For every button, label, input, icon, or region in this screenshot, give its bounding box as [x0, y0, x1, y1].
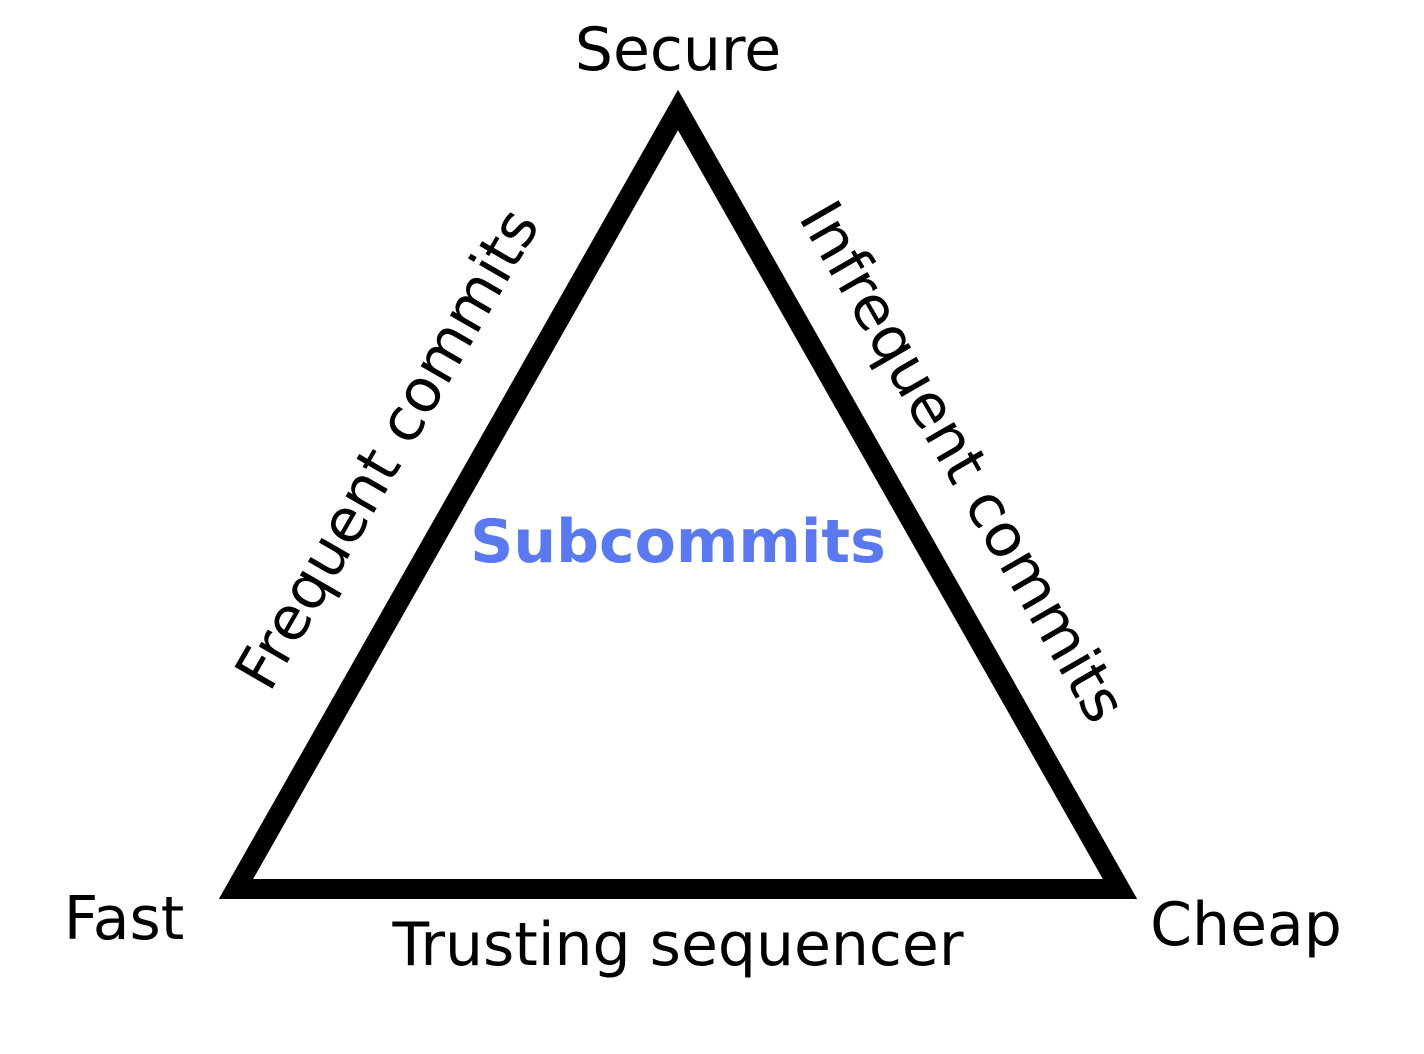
edge-label-bottom: Trusting sequencer: [392, 910, 964, 980]
vertex-label-top: Secure: [575, 15, 781, 85]
triangle-outline: [218, 89, 1138, 899]
vertex-label-right: Cheap: [1150, 890, 1342, 960]
vertex-label-left: Fast: [64, 884, 185, 954]
edge-label-right: Infrequent commits: [785, 190, 1140, 735]
center-label: Subcommits: [470, 507, 886, 577]
